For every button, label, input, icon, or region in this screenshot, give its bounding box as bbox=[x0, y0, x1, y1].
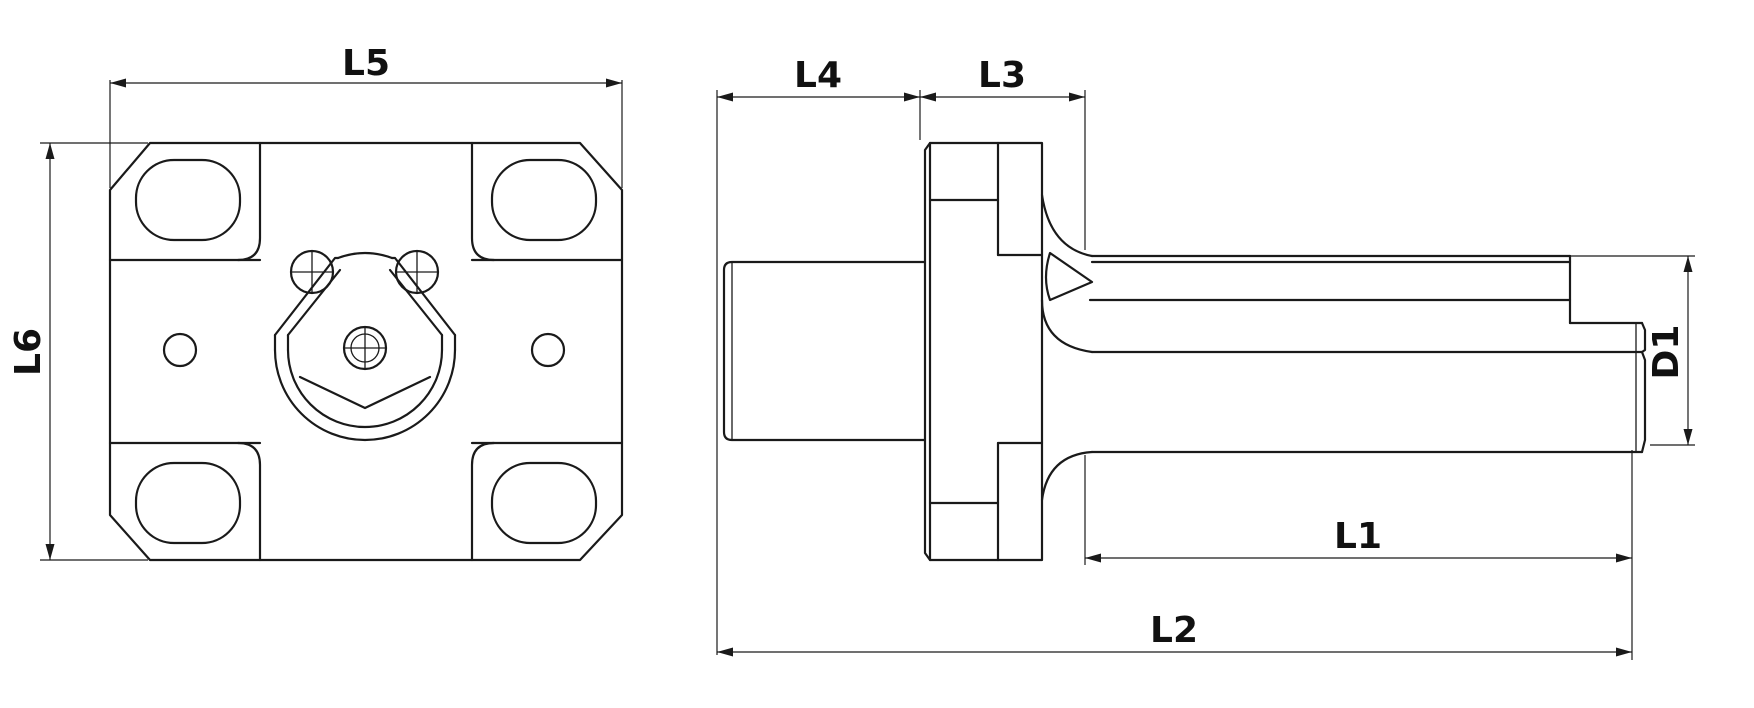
rear-shank bbox=[722, 260, 927, 442]
flange-outline bbox=[108, 141, 624, 562]
boring-bar bbox=[1088, 254, 1647, 454]
pin-hole-left bbox=[162, 332, 198, 368]
central-clamp bbox=[273, 251, 457, 442]
pin-hole-right bbox=[530, 332, 566, 368]
slot-top-left bbox=[134, 158, 242, 242]
dimension-l6: L6 bbox=[8, 142, 148, 561]
dimension-d1: D1 bbox=[1566, 255, 1695, 446]
side-view bbox=[722, 141, 1647, 562]
screw-left bbox=[289, 249, 335, 295]
slot-top-right bbox=[490, 158, 598, 242]
flange-side bbox=[923, 141, 1044, 562]
label-l5: L5 bbox=[342, 43, 390, 84]
label-l2: L2 bbox=[1150, 610, 1198, 651]
label-l6: L6 bbox=[8, 328, 49, 376]
dimension-l3: L3 bbox=[920, 55, 1086, 250]
screw-right bbox=[394, 249, 440, 295]
slot-bottom-right bbox=[490, 461, 598, 545]
dimension-l2: L2 bbox=[717, 610, 1632, 657]
coolant-nozzle bbox=[1044, 251, 1094, 302]
dimension-l1: L1 bbox=[1084, 450, 1633, 660]
label-l4: L4 bbox=[794, 55, 842, 96]
dimension-l5: L5 bbox=[109, 43, 623, 188]
label-d1: D1 bbox=[1646, 325, 1687, 380]
slot-bottom-left bbox=[134, 461, 242, 545]
label-l1: L1 bbox=[1334, 516, 1382, 557]
dimension-l4: L4 bbox=[716, 55, 921, 655]
label-l3: L3 bbox=[978, 55, 1026, 96]
front-view bbox=[108, 141, 624, 562]
